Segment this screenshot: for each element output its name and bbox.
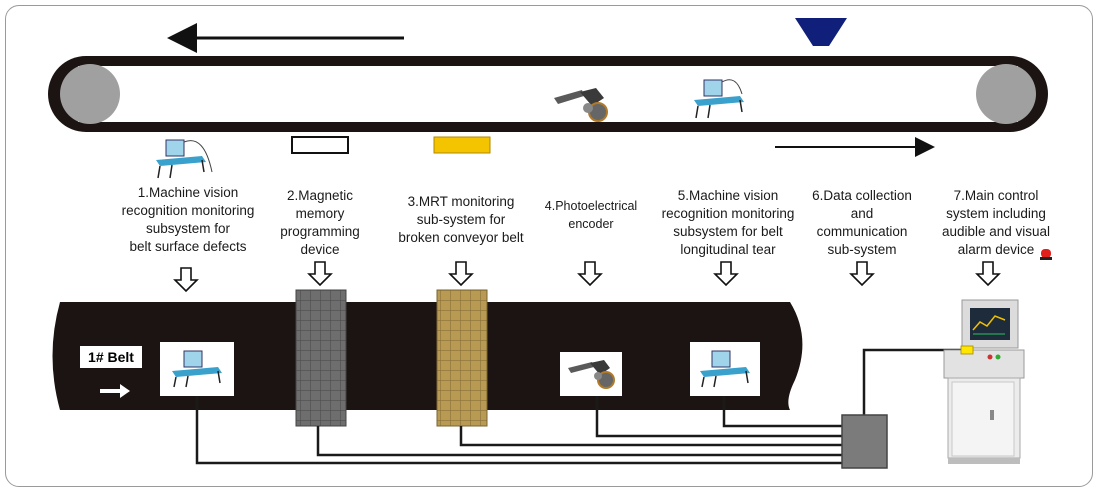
label-line: recognition monitoring — [121, 203, 255, 218]
top-conveyor — [48, 56, 1048, 132]
label-line: sub-system for — [416, 212, 506, 227]
belt-direction-arrow — [100, 384, 130, 398]
top-belt-inner — [78, 66, 1018, 122]
down-arrow-6 — [849, 261, 875, 287]
label-line: and — [850, 206, 874, 221]
label-line: device — [300, 242, 340, 257]
label-line: 3.MRT monitoring — [407, 194, 515, 209]
label-line: system including — [946, 206, 1046, 221]
label-line: 6.Data collection — [812, 188, 912, 203]
camera-station-icon — [172, 350, 222, 388]
camera-box-1 — [160, 342, 234, 396]
mrt-marker — [433, 136, 491, 154]
label-line: 4.Photoelectrical — [544, 199, 638, 213]
head-pulley — [976, 64, 1036, 124]
subsystem-label-5: 5.Machine vision recognition monitoring … — [648, 187, 808, 259]
label-line: alarm device — [957, 242, 1035, 257]
label-line: communication — [816, 224, 908, 239]
encoder-icon — [554, 88, 608, 122]
control-cabinet-icon — [943, 299, 1025, 464]
camera-box-5 — [690, 342, 760, 396]
alarm-light-icon — [1040, 249, 1052, 260]
signal-wiring — [195, 348, 965, 465]
label-line: subsystem for — [145, 221, 231, 236]
label-line: audible and visual — [941, 224, 1051, 239]
down-arrow-3 — [448, 261, 474, 287]
label-line: memory — [295, 206, 345, 221]
magnetic-marker — [291, 136, 349, 154]
subsystem-label-4: 4.Photoelectrical encoder — [537, 197, 645, 233]
label-line: subsystem for belt — [673, 224, 783, 239]
down-arrow-2 — [307, 261, 333, 287]
down-arrow-5 — [713, 261, 739, 287]
subsystem-label-7: 7.Main control system including audible … — [932, 187, 1060, 259]
camera-station-icon — [156, 139, 213, 179]
belt-tag: 1# Belt — [80, 346, 142, 368]
label-line: 5.Machine vision — [677, 188, 779, 203]
label-line: sub-system — [827, 242, 897, 257]
mrt-sensor-panel — [436, 289, 488, 427]
magnetic-programming-panel — [295, 289, 347, 427]
label-line: 1.Machine vision — [137, 185, 239, 200]
data-collector-box — [841, 414, 888, 469]
subsystem-label-1: 1.Machine vision recognition monitoring … — [108, 184, 268, 256]
label-line: longitudinal tear — [680, 242, 776, 257]
label-line: broken conveyor belt — [398, 230, 524, 245]
down-arrow-1 — [173, 267, 199, 293]
encoder-box — [560, 352, 622, 396]
hopper-icon — [795, 18, 847, 46]
tail-pulley — [60, 64, 120, 124]
subsystem-label-2: 2.Magnetic memory programming device — [270, 187, 370, 259]
alarm-indicator — [960, 345, 974, 355]
label-line: 7.Main control — [953, 188, 1039, 203]
down-arrow-7 — [975, 261, 1001, 287]
label-line: 2.Magnetic — [286, 188, 354, 203]
subsystem-label-3: 3.MRT monitoring sub-system for broken c… — [390, 193, 532, 247]
down-arrows — [173, 261, 1001, 293]
label-line: programming — [280, 224, 360, 239]
label-line: recognition monitoring — [661, 206, 795, 221]
camera-station-icon — [700, 350, 750, 388]
label-line: belt surface defects — [129, 239, 247, 254]
subsystem-label-6: 6.Data collection and communication sub-… — [800, 187, 924, 259]
encoder-icon — [568, 360, 615, 389]
label-line: encoder — [568, 217, 614, 231]
down-arrow-4 — [577, 261, 603, 287]
diagram-frame — [5, 5, 1093, 487]
camera-station-icon — [694, 79, 744, 119]
